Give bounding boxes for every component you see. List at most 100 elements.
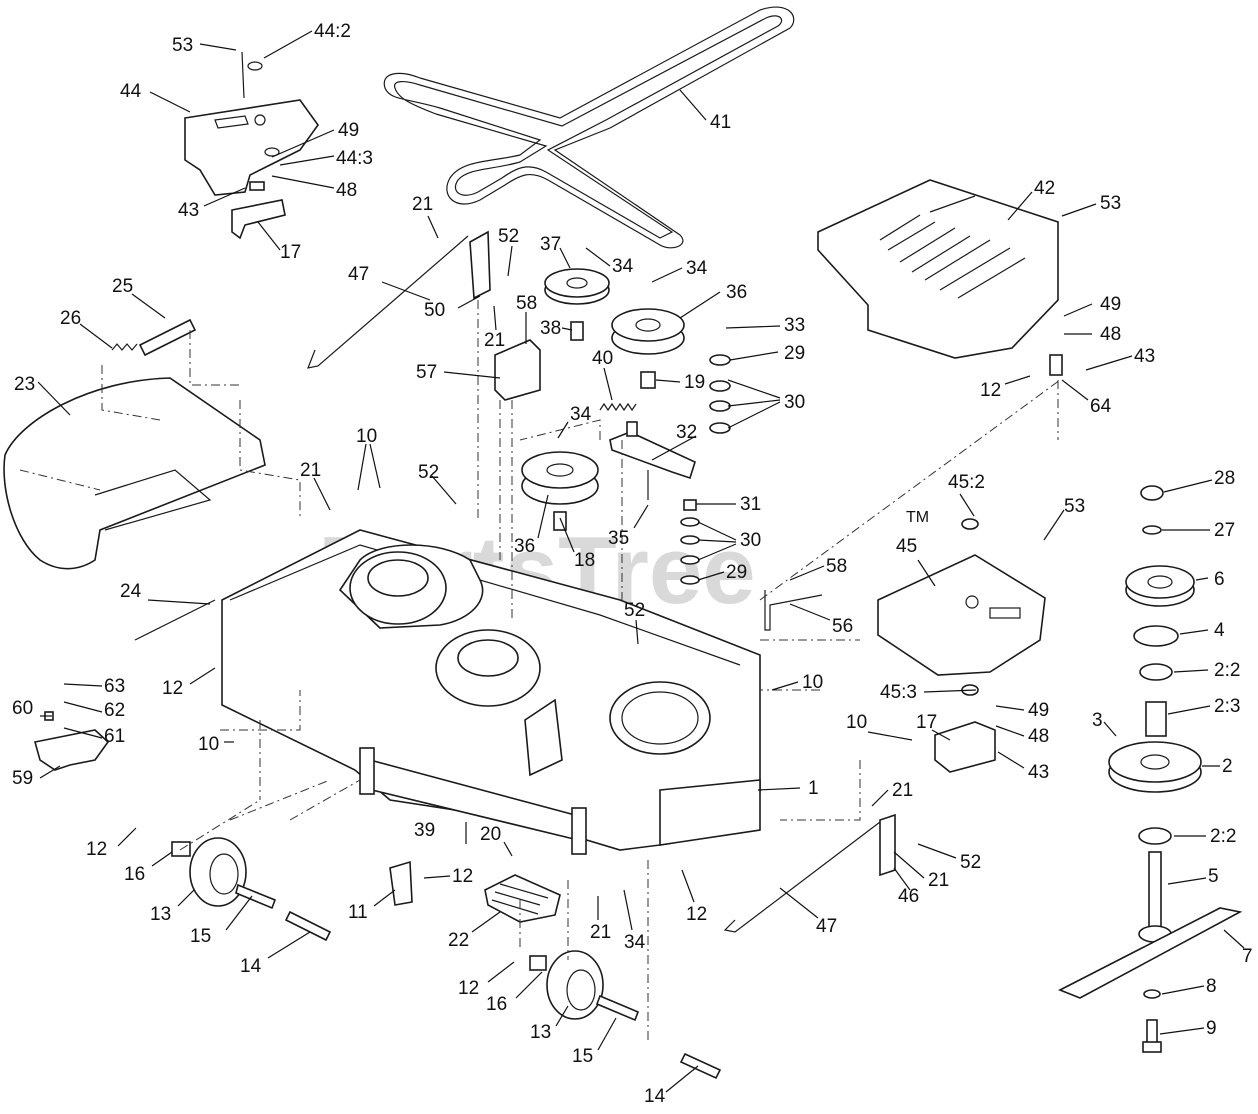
bracket-57 <box>494 339 541 401</box>
callout-label: 18 <box>574 550 595 571</box>
callout-label: 24 <box>120 581 142 602</box>
callout-label: 52 <box>624 600 645 621</box>
callout-label: 8 <box>1206 976 1217 997</box>
callout-label: 22 <box>448 930 469 951</box>
left-cover-bracket <box>231 181 286 240</box>
bracket-56 <box>764 590 823 631</box>
callout-label: 34 <box>624 932 646 953</box>
callout-label: 21 <box>300 460 321 481</box>
callout-label: 12 <box>452 866 473 887</box>
callout-label: 37 <box>540 234 561 255</box>
callout-label: 21 <box>928 870 949 891</box>
callout-label: 26 <box>60 308 81 329</box>
callout-label: 19 <box>684 372 705 393</box>
idler-arm-32 <box>609 421 696 500</box>
callout-label: 45:2 <box>948 472 985 493</box>
callout-label: 34 <box>686 258 708 279</box>
callout-labels: 53 44:2 44 49 44:3 48 43 17 41 42 53 21 … <box>12 21 1253 1107</box>
callout-label: 50 <box>424 300 445 321</box>
callout-label: 1 <box>808 778 819 799</box>
callout-label: 49 <box>1100 294 1121 315</box>
callout-label: 28 <box>1214 468 1235 489</box>
drive-belt <box>383 6 795 249</box>
leader-lines <box>37 30 1245 1093</box>
callout-label: 5 <box>1208 866 1219 887</box>
idler-pulley-37 <box>544 268 610 341</box>
callout-label: 2:2 <box>1214 660 1240 681</box>
right-belt-cover <box>817 179 1063 376</box>
callout-label: 12 <box>980 380 1001 401</box>
callout-label: 16 <box>486 994 507 1015</box>
mower-blade <box>1058 907 1243 1053</box>
callout-label: 57 <box>416 362 437 383</box>
callout-label: 35 <box>608 528 629 549</box>
callout-label: 64 <box>1090 396 1112 417</box>
linkage-rod-lower <box>723 813 896 933</box>
callout-label: 43 <box>178 200 199 221</box>
callout-label: 56 <box>832 616 853 637</box>
callout-label: 30 <box>784 392 805 413</box>
callout-label: 23 <box>14 374 35 395</box>
callout-label: 47 <box>348 264 369 285</box>
callout-label: 58 <box>516 293 537 314</box>
callout-label: 48 <box>1028 726 1049 747</box>
callout-label: 49 <box>338 120 359 141</box>
callout-label: 53 <box>1100 193 1121 214</box>
callout-label: 9 <box>1206 1018 1217 1039</box>
callout-label: 4 <box>1214 620 1225 641</box>
callout-label: 27 <box>1214 520 1235 541</box>
callout-label: 44 <box>120 81 142 102</box>
callout-label: 34 <box>570 404 592 425</box>
callout-label: 34 <box>612 256 634 277</box>
idler-pulley-36-lower <box>521 451 599 531</box>
callout-label: 49 <box>1028 700 1049 721</box>
anti-scalp-bracket-11 <box>389 860 413 906</box>
callout-label: 48 <box>1100 324 1121 345</box>
left-belt-cover <box>184 51 319 196</box>
callout-label: 25 <box>112 276 133 297</box>
callout-label: 36 <box>514 536 535 557</box>
callout-label: 11 <box>348 902 368 923</box>
callout-label: 12 <box>686 904 707 925</box>
callout-label: 59 <box>12 768 33 789</box>
callout-label: 58 <box>826 556 847 577</box>
callout-label: 60 <box>12 698 33 719</box>
mower-deck <box>221 529 761 855</box>
bracket-17-right <box>934 721 996 773</box>
caster-wheel-right <box>529 950 722 1080</box>
callout-label: 41 <box>710 112 731 133</box>
callout-label: 10 <box>198 734 219 755</box>
callout-label: 45:3 <box>880 682 917 703</box>
washers-30-lower <box>680 499 700 585</box>
callout-label: 14 <box>240 956 262 977</box>
callout-label: 15 <box>190 926 211 947</box>
washers-30-upper <box>709 354 731 434</box>
callout-label: 44:3 <box>336 148 373 169</box>
callout-label: 12 <box>86 839 107 860</box>
callout-label: 46 <box>898 886 919 907</box>
callout-label: 43 <box>1134 346 1155 367</box>
callout-label: 52 <box>498 226 519 247</box>
linkage-rod-upper <box>307 230 491 369</box>
callout-label: 47 <box>816 916 837 937</box>
callout-label: 13 <box>150 904 171 925</box>
callout-label: 63 <box>104 676 125 697</box>
callout-label: 10 <box>356 426 377 447</box>
callout-label: 10 <box>802 672 823 693</box>
callout-label: 16 <box>124 864 145 885</box>
callout-label: 12 <box>162 678 183 699</box>
callout-label: 29 <box>784 343 805 364</box>
callout-label: 30 <box>740 530 761 551</box>
callout-label: 6 <box>1214 569 1225 590</box>
callout-label: 33 <box>784 315 805 336</box>
idler-pulley-36-upper <box>611 308 685 389</box>
callout-label: 61 <box>104 726 125 747</box>
callout-label: 38 <box>540 318 561 339</box>
bracket-59 <box>33 711 110 771</box>
callout-label: 17 <box>280 242 301 263</box>
callout-label: 3 <box>1092 710 1103 731</box>
callout-label: 53 <box>1064 496 1085 517</box>
assembly-lines <box>19 300 1061 1040</box>
callout-label: 52 <box>418 462 439 483</box>
